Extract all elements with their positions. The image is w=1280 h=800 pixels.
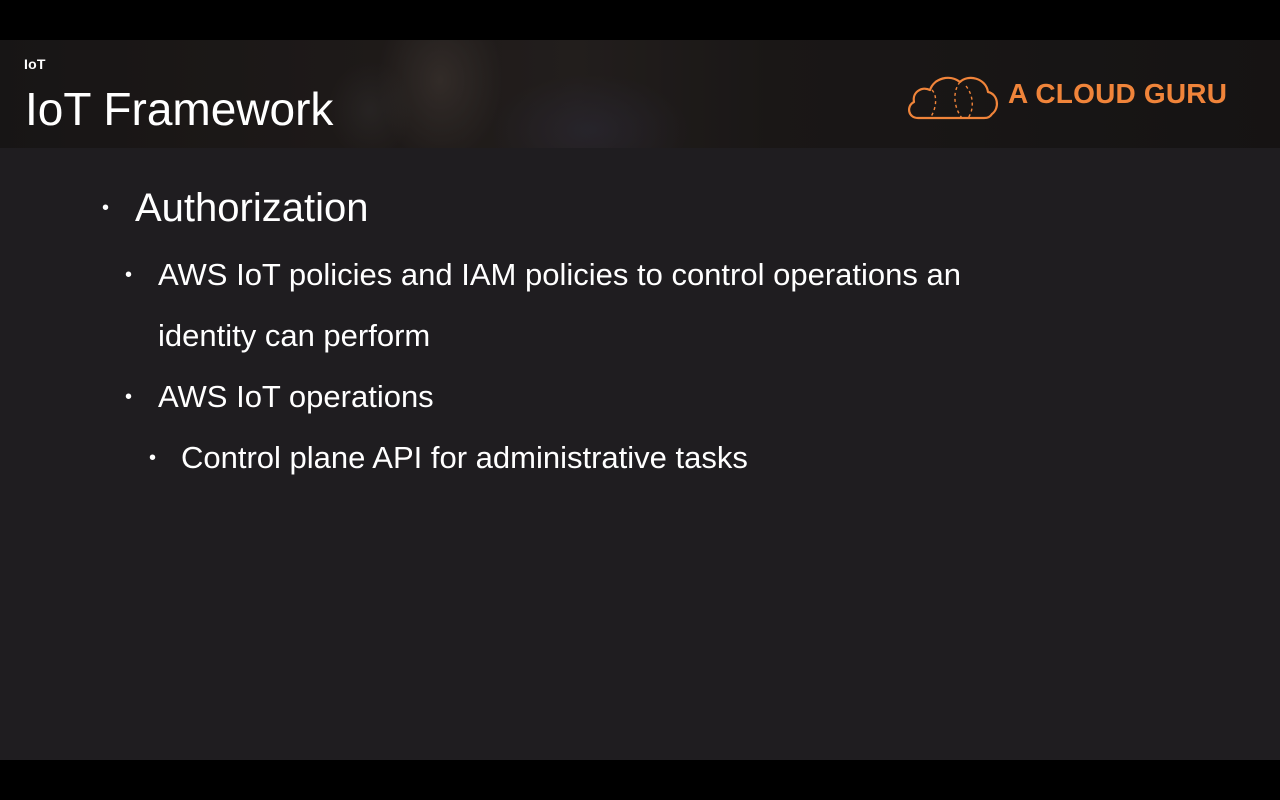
bullet-dot: • xyxy=(149,447,157,469)
letterbox-top xyxy=(0,0,1280,40)
letterbox-bottom xyxy=(0,760,1280,800)
bullet-text: AWS IoT operations xyxy=(158,379,434,414)
bullet-iot-policies-continuation: identity can perform xyxy=(158,316,430,356)
logo-text: A CLOUD GURU xyxy=(1008,78,1228,109)
presentation-slide: IoT IoT Framework A CLOUD GURU • Authori… xyxy=(0,40,1280,760)
bullet-control-plane-api: • Control plane API for administrative t… xyxy=(149,438,748,478)
section-label: IoT xyxy=(24,56,46,72)
bullet-text: Authorization xyxy=(135,186,369,230)
bullet-authorization: • Authorization xyxy=(102,184,369,232)
bullet-dot: • xyxy=(102,197,110,219)
cloud-logo-icon xyxy=(908,76,998,120)
bullet-text: Control plane API for administrative tas… xyxy=(181,440,748,475)
bullet-text: AWS IoT policies and IAM policies to con… xyxy=(158,257,961,292)
header-background-photo xyxy=(330,40,750,148)
bullet-dot: • xyxy=(125,264,133,286)
slide-title: IoT Framework xyxy=(25,83,334,135)
header-overlay xyxy=(0,40,1280,148)
a-cloud-guru-logo: A CLOUD GURU xyxy=(904,66,1244,124)
bullet-text-continuation: identity can perform xyxy=(158,318,431,353)
bullet-iot-policies: • AWS IoT policies and IAM policies to c… xyxy=(125,255,961,295)
bullet-iot-operations: • AWS IoT operations xyxy=(125,377,434,417)
bullet-dot: • xyxy=(125,386,133,408)
slide-header: IoT IoT Framework A CLOUD GURU xyxy=(0,40,1280,148)
